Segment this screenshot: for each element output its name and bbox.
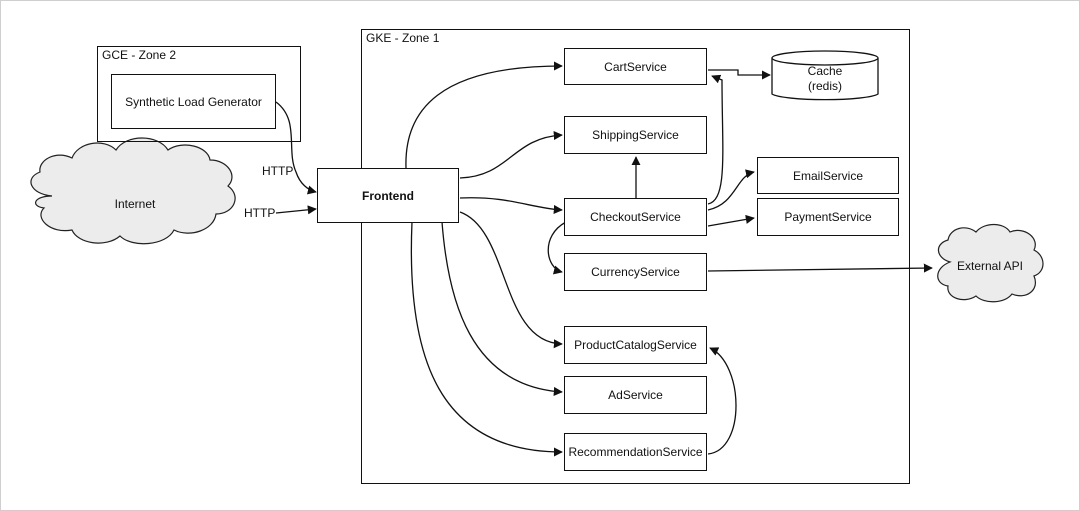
- gke-zone-container: GKE - Zone 1: [361, 29, 910, 484]
- http-label-internet: HTTP: [244, 206, 276, 220]
- email-service-node: EmailService: [757, 157, 899, 194]
- cart-service-label: CartService: [604, 59, 667, 74]
- email-service-label: EmailService: [792, 168, 864, 183]
- gke-zone-label: GKE - Zone 1: [366, 31, 440, 45]
- external-api-label: External API: [956, 259, 1024, 273]
- ad-service-label: AdService: [608, 388, 663, 402]
- internet-label: Internet: [114, 197, 156, 211]
- payment-service-node: PaymentService: [757, 198, 899, 236]
- internet-cloud-shape: [30, 137, 236, 245]
- currency-service-node: CurrencyService: [564, 253, 707, 291]
- recommendation-service-node: RecommendationService: [564, 433, 707, 471]
- ad-service-node: AdService: [564, 376, 707, 414]
- recommendation-service-label: RecommendationService: [568, 445, 703, 459]
- synthetic-load-generator-node: Synthetic Load Generator: [111, 74, 276, 129]
- shipping-service-node: ShippingService: [564, 116, 707, 154]
- product-catalog-service-node: ProductCatalogService: [564, 326, 707, 364]
- payment-service-label: PaymentService: [784, 210, 872, 224]
- gce-zone-container: GCE - Zone 2: [97, 46, 301, 142]
- cache-label: Cache (redis): [808, 64, 843, 94]
- frontend-label: Frontend: [362, 188, 414, 203]
- shipping-service-label: ShippingService: [592, 128, 679, 142]
- frontend-node: Frontend: [317, 168, 459, 223]
- http-label-load-generator: HTTP: [262, 164, 294, 178]
- external-api-cloud-shape: [937, 223, 1044, 303]
- product-catalog-service-label: ProductCatalogService: [574, 338, 697, 352]
- cache-label-line2: (redis): [807, 79, 842, 93]
- synthetic-load-generator-label: Synthetic Load Generator: [125, 94, 262, 109]
- currency-service-label: CurrencyService: [591, 265, 680, 279]
- gce-zone-label: GCE - Zone 2: [102, 48, 177, 62]
- cart-service-node: CartService: [564, 48, 707, 85]
- checkout-service-node: CheckoutService: [564, 198, 707, 236]
- checkout-service-label: CheckoutService: [590, 210, 681, 224]
- cache-label-line1: Cache: [807, 64, 843, 78]
- cache-cylinder-shape: [771, 50, 879, 101]
